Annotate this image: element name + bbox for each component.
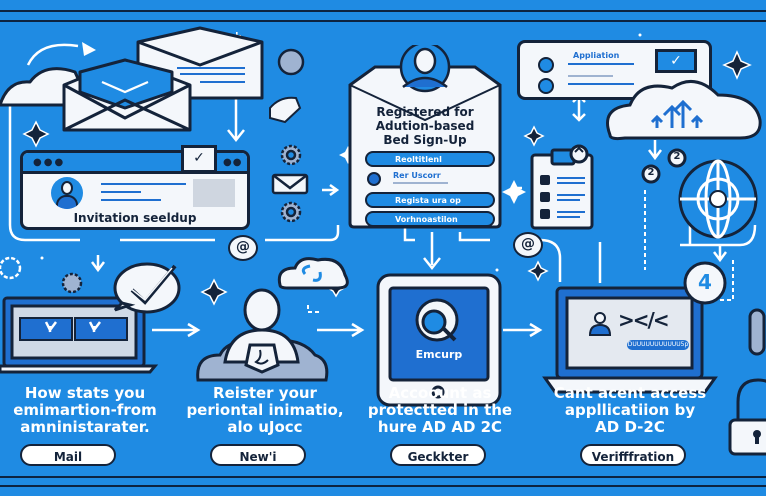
window-dots-icon: ●●● (33, 157, 66, 168)
rocket-icon (269, 96, 302, 124)
signup-option-label: Vorhnoastilon (395, 215, 458, 224)
user-icon (594, 312, 606, 324)
signup-option-label: Regista ura op (395, 196, 461, 205)
user-icon (243, 288, 281, 332)
code-glyph: ></< (618, 308, 670, 332)
checkmark-circle-icon (367, 172, 381, 186)
checkmark-button-icon: ✓ (655, 49, 697, 73)
cloud-sync-icon (277, 257, 349, 290)
connector-path (8, 90, 80, 242)
gear-icon (61, 272, 83, 294)
signup-title-line: Registered for (376, 105, 474, 119)
top-rule (0, 20, 766, 22)
bottom-rule (0, 476, 766, 478)
bottom-rule (0, 485, 766, 487)
top-rule (0, 10, 766, 12)
lock-icon (736, 378, 766, 425)
window-dots-icon: ●● (223, 157, 243, 168)
signup-title-line: Adution-based (375, 119, 475, 133)
mail-icon (271, 173, 309, 195)
signup-option-row[interactable]: Vorhnoastilon (365, 211, 495, 227)
signup-title-line: Bed Sign-Up (383, 133, 467, 147)
key-icon (748, 308, 766, 356)
invitation-label: Invitation seeldup (73, 211, 197, 225)
signup-card[interactable]: Registered for Adution-based Bed Sign-Up… (345, 45, 505, 230)
at-sign-icon: @ (513, 232, 543, 258)
signup-option-label: Reoltitlenl (395, 155, 442, 164)
speech-bubble-icon (113, 262, 181, 314)
signup-option-row[interactable]: Regista ura op (365, 192, 495, 208)
status-dot-icon (538, 57, 554, 73)
phone-label: Emcurp (415, 348, 463, 361)
speech-bubble-icon (683, 261, 727, 305)
step-badge: 2 (647, 167, 655, 178)
gem-icon (277, 48, 305, 76)
step-badge: 2 (673, 151, 681, 162)
signup-option-row[interactable]: Reoltitlenl (365, 151, 495, 167)
signup-option-label: Rer Uscorr (393, 171, 441, 180)
refresh-icon (82, 42, 96, 56)
status-dot-icon (538, 78, 554, 94)
new-button[interactable]: New'i (210, 444, 306, 466)
mail-button[interactable]: Mail (20, 444, 116, 466)
user-avatar-icon (51, 177, 83, 209)
gear-icon (0, 256, 22, 280)
application-label: Appliation (573, 51, 620, 60)
laptop-link-pill[interactable]: DUUUUUUUUUUU5p (627, 340, 689, 350)
checker-button[interactable]: Geckkter (390, 444, 486, 466)
verification-button[interactable]: Verifffration (580, 444, 686, 466)
badge-number: 4 (698, 270, 712, 294)
checkmark-badge-icon: ✓ (181, 145, 217, 173)
at-sign-icon: @ (228, 235, 258, 261)
invitation-card[interactable]: ●●● ●● ✓ Invitation seeldup (20, 145, 250, 230)
image-placeholder-icon (193, 179, 235, 207)
